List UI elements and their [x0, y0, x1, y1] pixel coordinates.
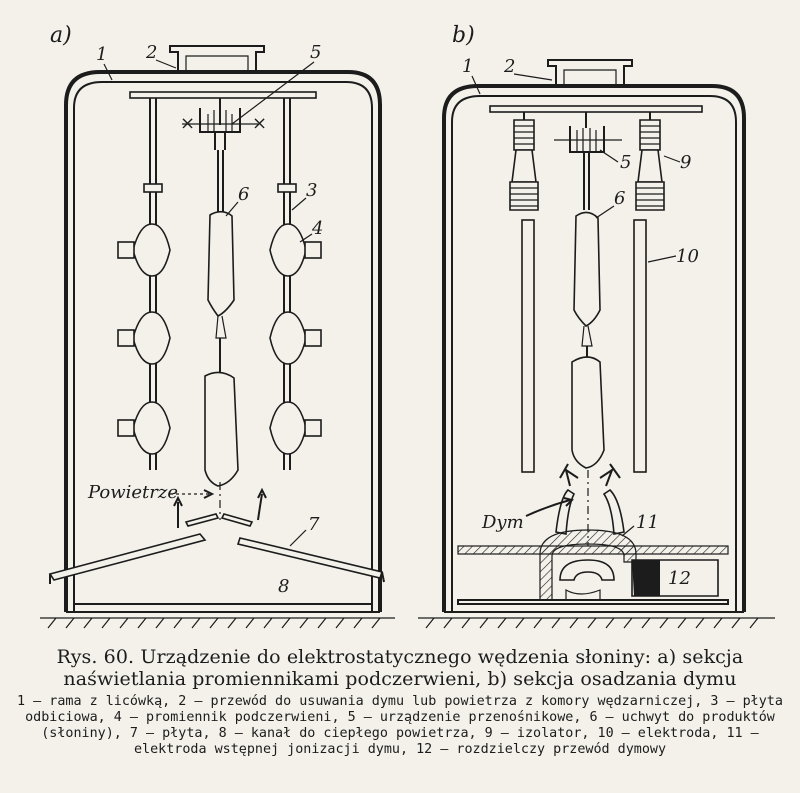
label-10-b: 10 — [676, 246, 699, 267]
frame-outer-a — [64, 70, 382, 612]
smoke-label: Dym — [481, 512, 524, 533]
panel-a-letter: a) — [50, 23, 72, 48]
label-7-a: 7 — [308, 514, 320, 535]
air-label: Powietrze — [87, 482, 178, 503]
insulator-right — [635, 112, 665, 211]
technical-drawing: × × — [40, 23, 775, 629]
label-5-b: 5 — [620, 152, 631, 173]
conveyor-b — [554, 112, 622, 210]
label-3-a: 3 — [306, 180, 317, 201]
panel-b: b) 1 2 5 9 6 10 Dym 11 12 — [418, 23, 775, 629]
top-plate-a — [129, 91, 317, 99]
panel-a: × × — [40, 23, 395, 629]
frame-outer-b — [442, 84, 746, 612]
ground-hatch — [47, 617, 381, 629]
electrode-right — [633, 219, 647, 473]
panel-b-letter: b) — [452, 23, 475, 48]
label-6-a: 6 — [238, 184, 249, 205]
frame-inner-a — [73, 81, 373, 612]
exhaust-duct-b — [547, 59, 633, 86]
frame-inner-b — [451, 95, 737, 612]
product-holder-a — [204, 150, 239, 487]
label-8-a: 8 — [278, 576, 289, 597]
electrode-left — [521, 219, 535, 473]
svg-text:×: × — [252, 113, 267, 134]
label-11-b: 11 — [636, 512, 659, 533]
ir-lamps-right — [269, 223, 322, 455]
label-4-a: 4 — [311, 218, 323, 239]
ground-hatch-b — [425, 617, 759, 629]
label-5-a: 5 — [310, 42, 321, 63]
label-2-b: 2 — [503, 56, 515, 77]
label-9-b: 9 — [680, 152, 691, 173]
caption-legend: 1 — rama z licówką, 2 — przewód do usuwa… — [17, 694, 783, 757]
conveyor-a: × × — [180, 98, 267, 150]
caption-title: Rys. 60. Urządzenie do elektrostatyczneg… — [56, 646, 744, 690]
product-holder-b — [571, 211, 605, 469]
plates-a — [48, 482, 385, 584]
label-1-a: 1 — [96, 44, 107, 65]
figure-caption: Rys. 60. Urządzenie do elektrostatyczneg… — [0, 640, 800, 790]
insulator-left — [509, 112, 539, 211]
exhaust-duct-a — [169, 45, 265, 72]
label-2-a: 2 — [145, 42, 157, 63]
label-1-b: 1 — [462, 56, 473, 77]
duct-wall — [457, 545, 729, 555]
ir-lamps-left — [117, 223, 171, 455]
label-6-b: 6 — [614, 188, 625, 209]
label-12-b: 12 — [668, 568, 691, 589]
top-plate-b — [489, 105, 703, 113]
svg-text:×: × — [180, 113, 195, 134]
